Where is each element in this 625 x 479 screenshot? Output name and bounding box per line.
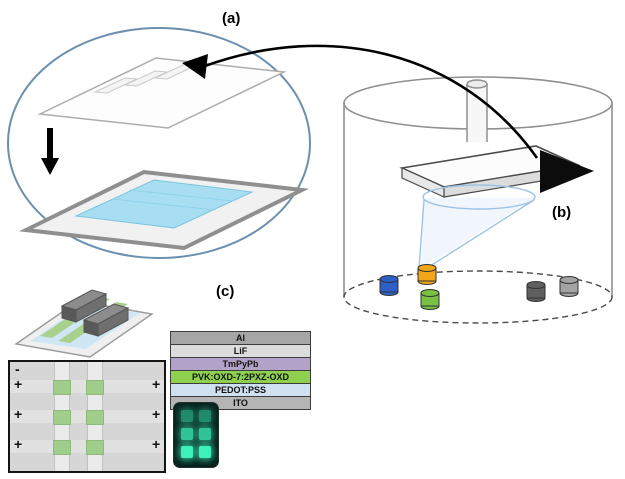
- crucible-dark-gray: [526, 281, 546, 302]
- emitter-pad: [86, 440, 104, 455]
- minus-sign: -: [15, 361, 20, 377]
- panel-label-c: (c): [216, 283, 235, 300]
- emitter-pad: [86, 410, 104, 425]
- rotation-arrowhead-icon: [540, 150, 594, 193]
- emitter-pad: [53, 440, 71, 455]
- layer-pedot: PEDOT:PSS: [170, 383, 311, 397]
- evaporation-cone: [418, 184, 536, 271]
- layer-stack: Al LiF TmPyPb PVK:OXD-7:2PXZ-OXD PEDOT:P…: [170, 331, 311, 410]
- coated-substrate: [18, 169, 310, 251]
- plus-sign: +: [152, 376, 161, 392]
- el-emitting-pixel: [181, 428, 193, 440]
- down-arrow-icon: [41, 128, 59, 175]
- rotation-rod: [466, 79, 488, 142]
- plus-sign: +: [14, 406, 23, 422]
- el-emitting-pixel: [181, 446, 193, 458]
- layer-emitter: PVK:OXD-7:2PXZ-OXD: [170, 370, 311, 384]
- plus-sign: +: [152, 436, 161, 452]
- el-emitting-pixel: [199, 446, 211, 458]
- layer-lif: LiF: [170, 344, 311, 358]
- panel-label-a: (a): [222, 10, 241, 27]
- el-emitting-pixel: [199, 410, 211, 422]
- crucible-light-gray: [559, 276, 579, 297]
- device-plan-view: - + + + + + +: [8, 360, 166, 473]
- plus-sign: +: [14, 376, 23, 392]
- shadow-mask: [37, 57, 287, 129]
- plus-sign: +: [14, 436, 23, 452]
- transfer-arrow: [182, 44, 539, 159]
- layer-tmpypb: TmPyPb: [170, 357, 311, 371]
- crucible-green: [420, 289, 440, 310]
- crucible-blue: [379, 275, 399, 296]
- emitter-pad: [86, 380, 104, 395]
- panel-label-b: (b): [552, 204, 572, 221]
- el-emitting-pixel: [181, 410, 193, 422]
- emitter-pad: [53, 410, 71, 425]
- magnifier-circle: [7, 27, 311, 259]
- el-device-photo: [173, 402, 219, 468]
- el-emitting-pixel: [199, 428, 211, 440]
- device-3d-view: [14, 289, 154, 358]
- crucible-orange: [417, 264, 437, 285]
- plus-sign: +: [152, 406, 161, 422]
- layer-al: Al: [170, 331, 311, 345]
- emitter-pad: [53, 380, 71, 395]
